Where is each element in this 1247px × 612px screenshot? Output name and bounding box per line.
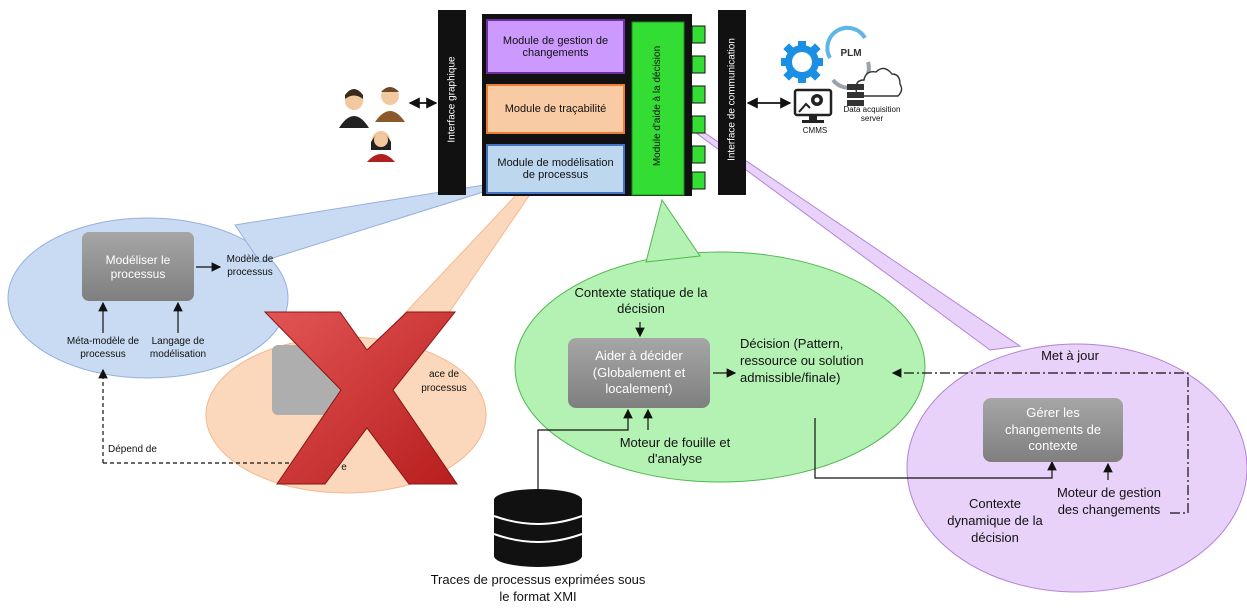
change-engine-label: Moteur de gestion des changements (1056, 485, 1162, 517)
erp-label: ERP (794, 56, 810, 63)
graphical-interface-label: Interface graphique (446, 56, 458, 143)
change-process-box (983, 398, 1123, 462)
updates-label: Met à jour (1041, 348, 1099, 363)
process-model-output: Modèle de processus (226, 254, 274, 278)
decision-bubble (514, 198, 926, 483)
communication-interface-label: Interface de communication (726, 38, 738, 161)
database-caption: Traces de processus exprimées sous le fo… (430, 572, 646, 604)
process-modeling-module: Module de modélisation de processus (497, 157, 614, 181)
modeling-process-label: Modéliser le processus (105, 253, 171, 281)
modeling-process-box (82, 232, 194, 301)
server-icon (847, 84, 864, 106)
traceability-fragment-bottom: e (341, 462, 347, 473)
metamodel-input: Méta-modèle de processus (66, 336, 140, 360)
database-icon (493, 489, 583, 567)
dynamic-context-label: Contexte dynamique de la décision (947, 496, 1043, 545)
plm-label: PLM (840, 48, 862, 59)
modeling-language-input: Langage de modélisation (149, 336, 207, 360)
cross-icon (263, 311, 458, 485)
architecture-block (438, 10, 746, 196)
decision-support-module: Module d'aide à la décision (652, 45, 663, 167)
data-acquisition-label: Data acquisition server (843, 105, 901, 123)
static-context-label: Contexte statique de la décision (574, 285, 708, 317)
decision-process-box (568, 338, 710, 408)
traceability-module: Module de traçabilité (504, 103, 607, 115)
change-management-module: Module de gestion de changements (502, 35, 609, 59)
traceability-fragment-top: ace de processus (421, 369, 467, 394)
users-icon (339, 87, 405, 162)
depends-on-label: Dépend de (108, 444, 157, 455)
cmms-monitor-icon (793, 88, 833, 123)
mining-engine-label: Moteur de fouille et d'analyse (619, 435, 731, 467)
cloud-icon (855, 67, 903, 97)
cmms-label: CMMS (802, 126, 828, 135)
change-process-label: Gérer les changements de contexte (1004, 404, 1102, 454)
decision-process-label: Aider à décider (Globalement et localeme… (592, 347, 686, 397)
decision-output-label: Décision (Pattern, ressource ou solution… (740, 336, 864, 385)
